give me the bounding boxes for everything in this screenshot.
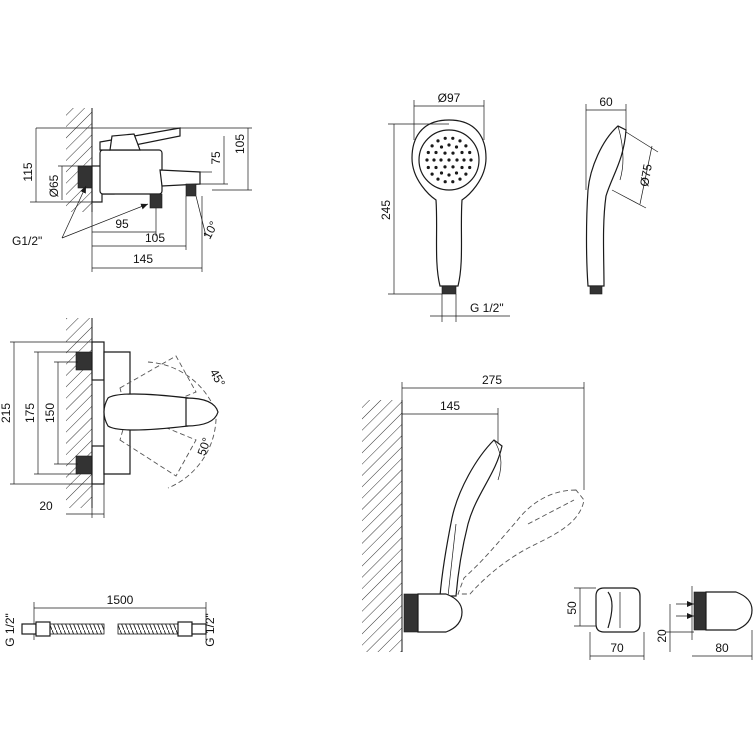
dim-75: 75	[209, 151, 223, 165]
shower-hose: 1500 G 1/2" G 1/2"	[3, 593, 217, 647]
wall-hatch	[66, 318, 92, 508]
nozzle-dot	[468, 165, 472, 170]
mixer-top-view: 45° 50° 215 175 150 20	[0, 318, 228, 518]
nozzle-dot	[447, 173, 451, 177]
dim-20: 20	[39, 499, 53, 513]
nozzle-dot	[454, 171, 459, 175]
nozzle-dot	[439, 145, 444, 149]
angle-10: 10°	[200, 219, 221, 242]
holder-side-view: 20 80	[655, 586, 753, 660]
nozzle-dot	[458, 177, 462, 181]
nozzle-dot	[443, 180, 447, 184]
dim-50: 50	[565, 601, 579, 615]
nozzle-dot	[454, 145, 459, 149]
holder-front-view: 50 70	[565, 587, 645, 660]
nozzle-dot	[430, 144, 434, 148]
dim-145: 145	[133, 252, 153, 266]
shower-holder-installation: 275 145	[362, 373, 585, 652]
nozzle-dot	[430, 172, 434, 176]
dim-115: 115	[21, 162, 35, 181]
nozzle-dot	[432, 158, 436, 162]
spray-nozzles	[425, 136, 473, 184]
wall-hatch	[362, 400, 402, 652]
nozzle-dot	[460, 150, 464, 155]
mixer-front-view: 115 75 105 Ø65 95 105 145 10° G1/2"	[12, 108, 252, 272]
nozzle-dot	[451, 180, 455, 184]
dim-d75: Ø75	[637, 163, 655, 188]
nozzle-dot	[426, 165, 430, 170]
dim-70: 70	[610, 641, 624, 655]
nozzle-dot	[443, 136, 447, 140]
nozzle-dot	[443, 165, 447, 169]
angle-45: 45°	[207, 367, 228, 390]
dim-145-install: 145	[440, 399, 460, 413]
dim-80: 80	[715, 641, 729, 655]
nozzle-dot	[451, 151, 455, 155]
thread-label-mixer: G1/2"	[12, 234, 42, 248]
nozzle-dot	[464, 144, 468, 148]
nozzle-dot	[469, 158, 473, 162]
hose-thread-right: G 1/2"	[203, 613, 217, 647]
nozzle-dot	[451, 165, 455, 169]
dim-105-vertical: 105	[233, 134, 247, 154]
dim-d97: Ø97	[438, 91, 461, 105]
nozzle-dot	[460, 165, 464, 170]
hand-shower-side: 60 Ø75	[585, 95, 659, 295]
dim-105-horizontal: 105	[145, 231, 165, 245]
dim-1500: 1500	[107, 593, 134, 607]
nozzle-dot	[436, 139, 440, 143]
nozzle-dot	[462, 158, 466, 162]
nozzle-dot	[458, 139, 462, 143]
nozzle-dot	[468, 150, 472, 155]
nozzle-dot	[447, 158, 451, 162]
nozzle-dot	[434, 150, 438, 155]
dim-95: 95	[115, 217, 129, 231]
nozzle-dot	[426, 150, 430, 155]
nozzle-dot	[439, 158, 443, 162]
nozzle-dot	[464, 172, 468, 176]
dim-275: 275	[482, 373, 502, 387]
nozzle-dot	[451, 136, 455, 140]
nozzle-dot	[439, 171, 444, 175]
angle-50: 50°	[195, 436, 214, 458]
nozzle-dot	[443, 151, 447, 155]
nozzle-dot	[447, 143, 451, 147]
nozzle-dot	[436, 177, 440, 181]
hand-shower-front: Ø97 245 G 1/2"	[379, 91, 510, 322]
dim-175: 175	[23, 403, 37, 423]
wall-hatch	[66, 108, 92, 212]
dim-215: 215	[0, 403, 13, 423]
dim-60: 60	[599, 95, 613, 109]
handshower-thread: G 1/2"	[470, 301, 504, 315]
dim-245: 245	[379, 200, 393, 220]
nozzle-dot	[434, 165, 438, 170]
nozzle-dot	[425, 158, 429, 162]
dim-d65: Ø65	[47, 174, 61, 197]
hose-thread-left: G 1/2"	[3, 613, 17, 647]
dim-150: 150	[43, 403, 57, 423]
nozzle-dot	[455, 158, 459, 162]
dim-20-holder: 20	[655, 629, 669, 643]
